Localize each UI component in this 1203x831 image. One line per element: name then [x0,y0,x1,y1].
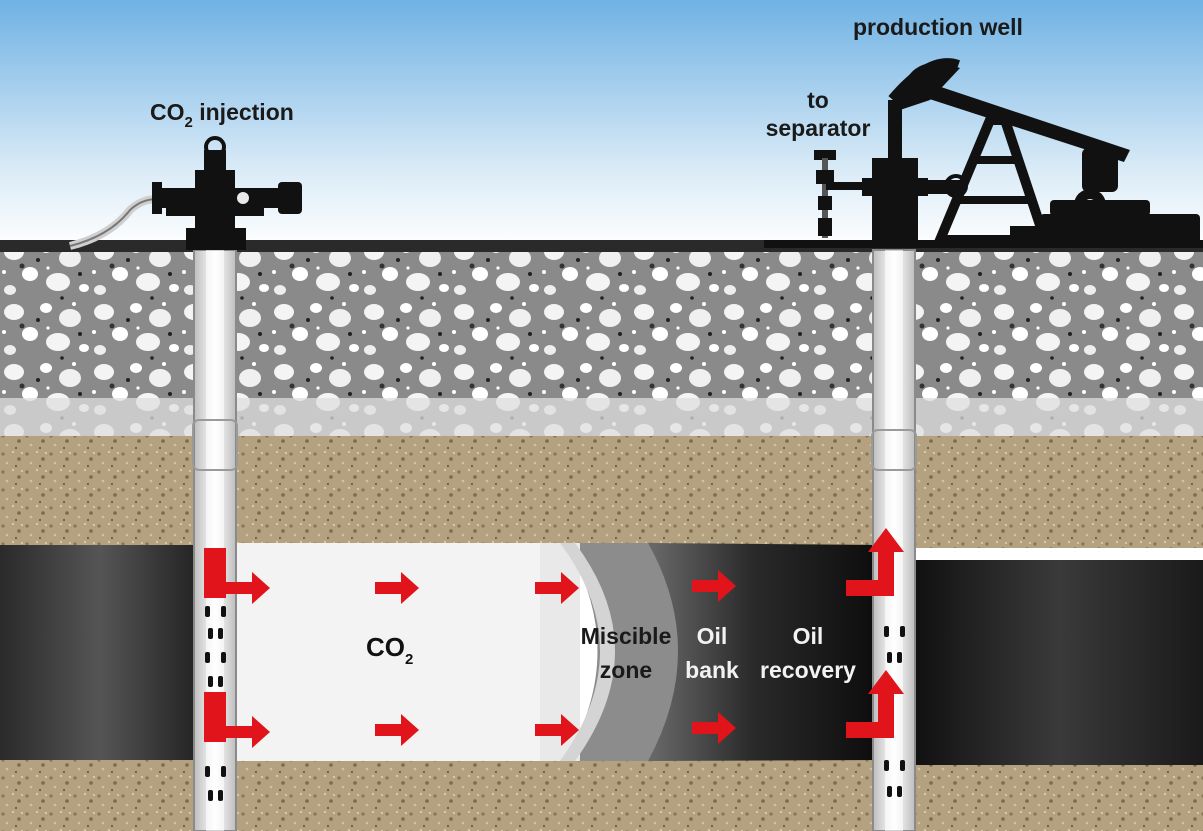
to-separator-label-line2: separator [766,115,871,141]
flow-arrow-icon [846,670,904,738]
reservoir-oil-right [915,560,1203,765]
co2-front-curve [560,543,615,761]
oil-recovery-label-line2: recovery [760,657,856,683]
reservoir-oil-left [0,545,200,760]
perforations [205,606,226,801]
flow-arrow-icon [846,528,904,596]
separator-valve-icon [814,150,886,238]
oil-bank-label-line1: Oil [697,623,728,649]
pebble-rock-layer [0,252,1203,400]
light-band-texture [0,398,1203,438]
oil-bank-zone [648,543,880,761]
sand-layer-lower [0,760,1203,831]
miscible-zone-label-line2: zone [600,657,652,683]
injection-well [192,249,238,831]
injection-wellhead-icon [69,136,302,250]
pumpjack-icon [764,58,1203,248]
co2-zone-label: CO2 [366,632,413,668]
to-separator-label-line1: to [807,87,829,113]
oil-bank-label-line2: bank [685,657,739,683]
co2-injection-label: CO2 injection [150,99,294,131]
flow-arrow-icon [204,548,270,604]
oil-recovery-label-line1: Oil [793,623,824,649]
production-well-label: production well [853,14,1023,40]
miscible-zone-label-line1: Miscible [581,623,672,649]
sand-layer-upper [0,436,1203,548]
flow-arrow-icon [204,692,270,748]
production-perforations [884,626,905,797]
